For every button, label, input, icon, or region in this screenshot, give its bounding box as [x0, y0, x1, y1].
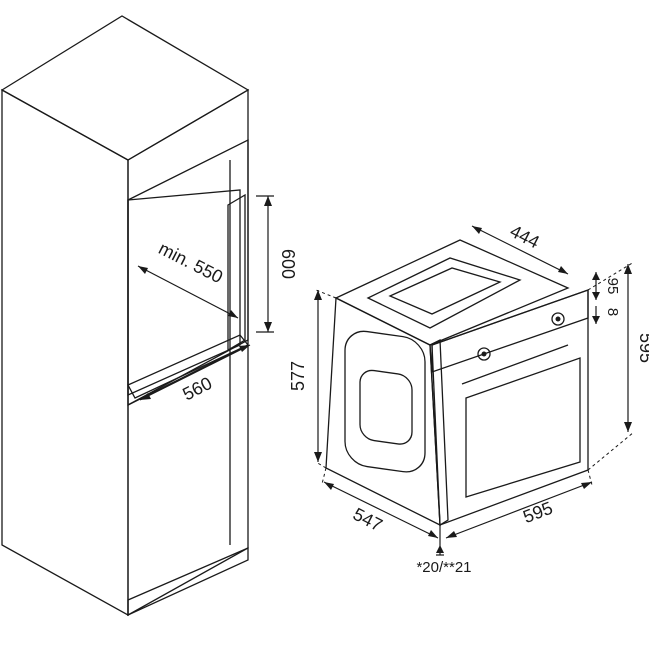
oven-body-top	[334, 239, 570, 346]
cabinet	[0, 15, 250, 617]
cabinet-plinth	[127, 547, 249, 617]
label-oven-front-height: 595	[636, 333, 649, 363]
niche-side-panel	[227, 193, 246, 352]
oven-side-cutout-inner	[359, 369, 413, 445]
label-niche-height: 600	[278, 249, 298, 279]
oven-top-recess-inner	[388, 267, 502, 315]
dimension-oven-body-height: 577	[288, 289, 337, 469]
knob-left-icon[interactable]	[477, 347, 491, 361]
label-oven-body-height: 577	[288, 361, 308, 391]
cabinet-front	[1, 88, 129, 617]
dimension-oven-top-offsets: 95 8	[592, 272, 621, 324]
dimension-door-thickness: *20/**21	[416, 525, 472, 576]
label-oven-top-offset-b: 8	[604, 308, 621, 316]
oven-glass	[465, 357, 581, 498]
dimension-oven-body-depth: 547	[321, 467, 439, 539]
dimension-niche-height: 600	[256, 195, 298, 333]
oven	[325, 239, 589, 527]
cabinet-top	[0, 15, 250, 161]
oven-trim	[429, 338, 449, 527]
dimension-niche-depth: min. 550	[137, 238, 239, 319]
oven-side-cutout	[344, 330, 426, 473]
knob-right-icon[interactable]	[551, 312, 565, 326]
label-door-thickness: *20/**21	[416, 559, 471, 576]
niche-opening	[127, 189, 241, 397]
oven-top-recess	[366, 257, 522, 329]
dimension-oven-front-height: 595	[587, 261, 649, 471]
dimension-niche-width: 560	[139, 344, 251, 404]
label-oven-body-depth: 547	[350, 504, 386, 535]
oven-front-frame	[431, 289, 589, 526]
label-oven-front-width: 595	[520, 498, 555, 527]
label-niche-depth: min. 550	[155, 238, 226, 287]
oven-door-handle[interactable]	[461, 344, 569, 385]
label-oven-top-offset-a: 95	[604, 278, 621, 295]
label-oven-top-depth: 444	[507, 221, 543, 252]
oven-control-panel	[431, 289, 589, 373]
